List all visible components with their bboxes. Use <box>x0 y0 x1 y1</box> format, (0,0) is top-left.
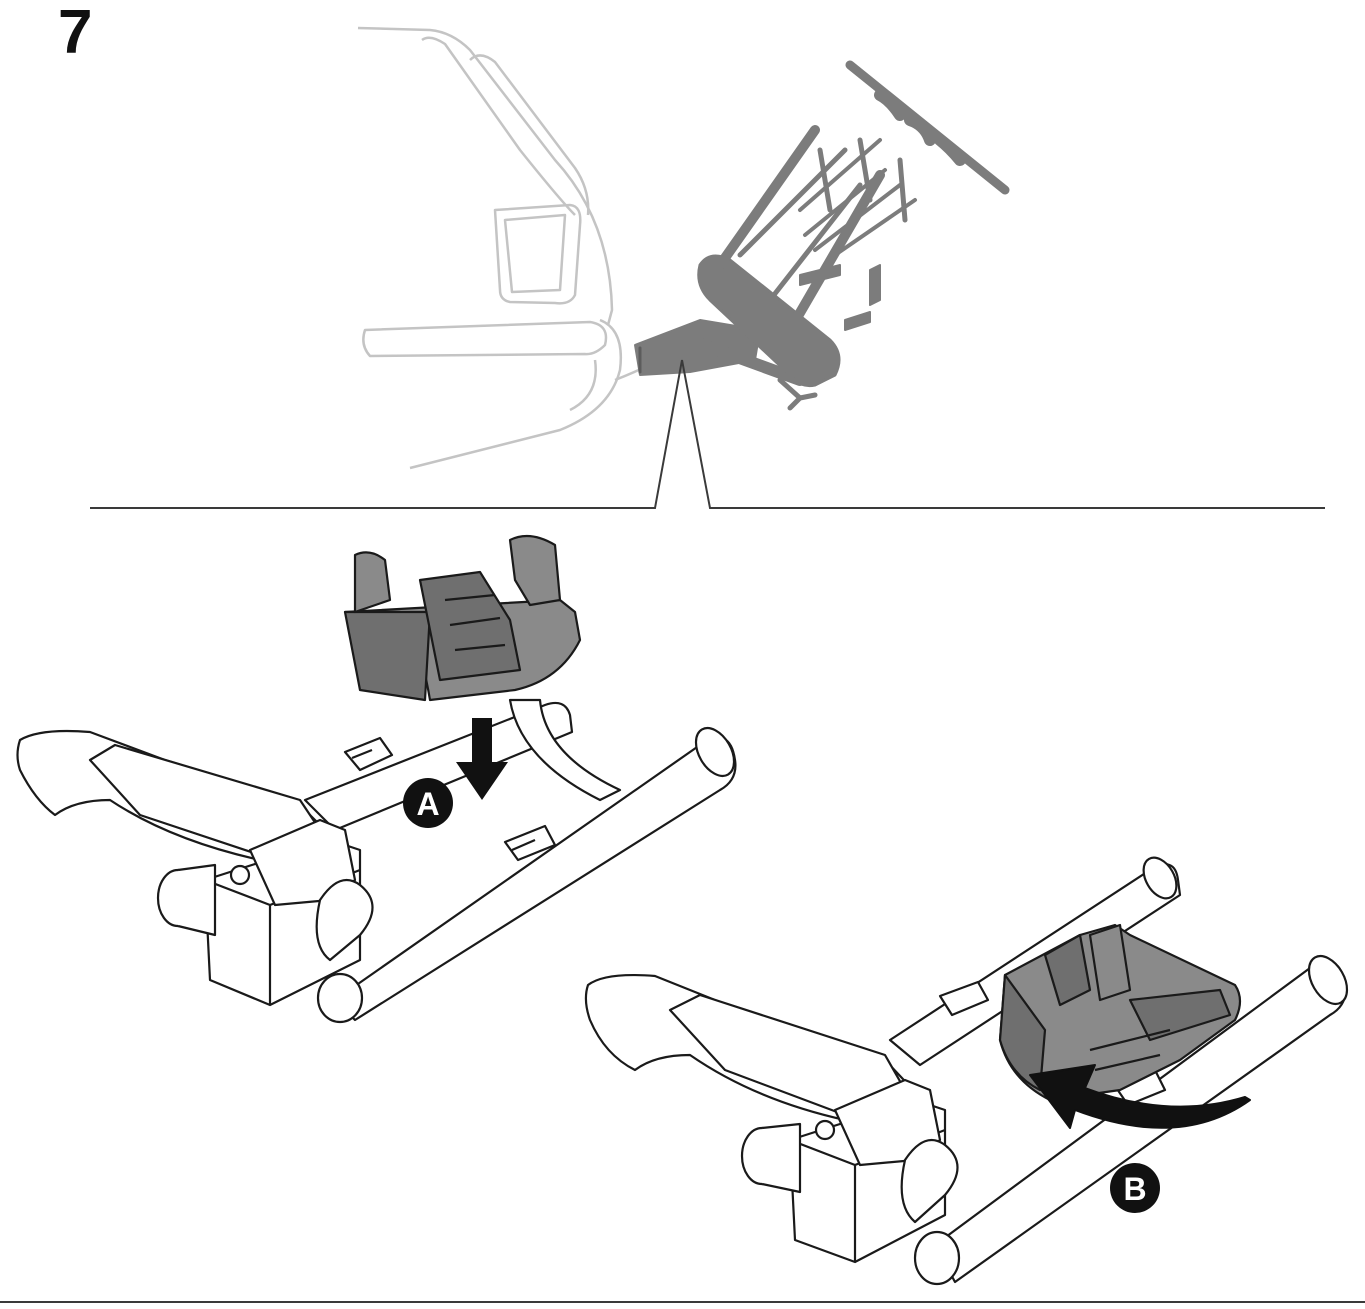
arrow-down-icon <box>456 718 508 800</box>
callout-b-label: B <box>1123 1171 1146 1207</box>
callout-divider <box>90 359 1325 509</box>
scene-b-hitch-assembly <box>584 856 1349 1286</box>
scene-a-hitch-assembly <box>16 698 737 1024</box>
car-rear-outline <box>357 26 661 470</box>
callout-a-badge: A <box>403 778 453 828</box>
callout-a-label: A <box>416 786 439 822</box>
mount-block-b <box>998 923 1242 1102</box>
mount-block-a <box>343 534 582 702</box>
callout-b-badge: B <box>1110 1163 1160 1213</box>
step-number: 7 <box>58 0 93 67</box>
curved-arrow-icon <box>1029 1064 1251 1129</box>
bike-rack-illustration <box>634 60 1010 411</box>
